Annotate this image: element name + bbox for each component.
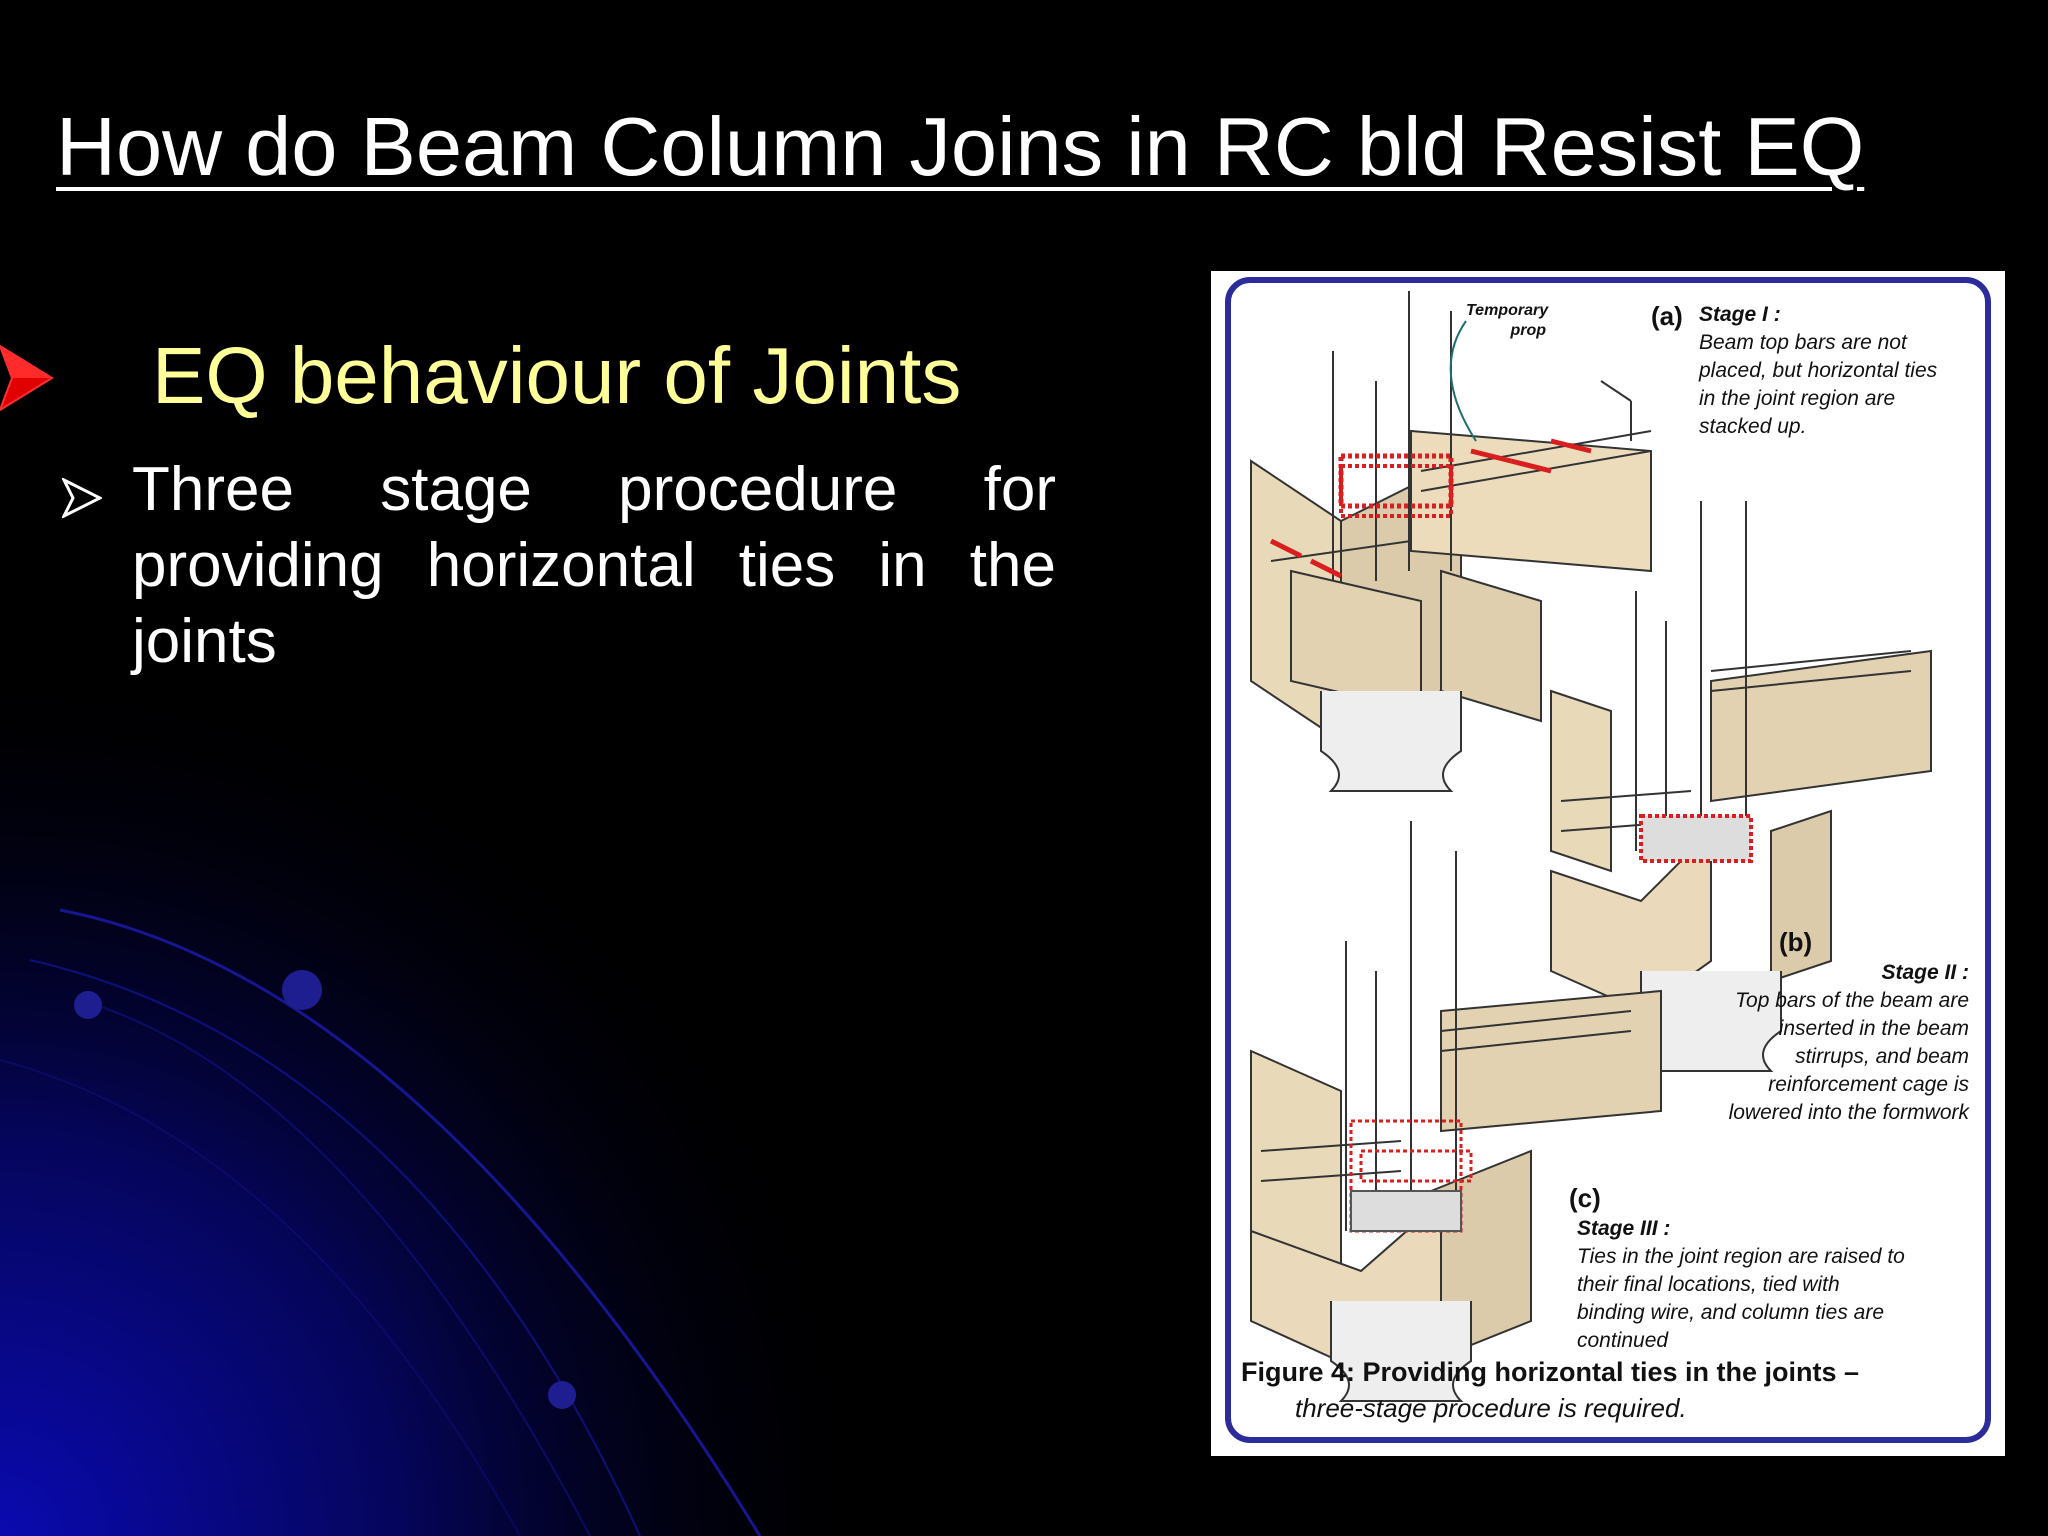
bullet-level2-text: Three stage procedure for providing hori… — [132, 455, 1056, 676]
stage-c-heading: Stage III : — [1577, 1217, 1671, 1240]
red-arrowhead-icon — [0, 344, 54, 412]
bullet-level1-text: EQ behaviour of Joints — [152, 331, 962, 420]
joint-tie-figure: Temporary prop (a) Stage I : Beam top ba… — [1211, 271, 2005, 1456]
stage-c-text: Ties in the joint region are raised to t… — [1577, 1245, 1905, 1352]
figure-caption: Figure 4: Providing horizontal ties in t… — [1241, 1357, 1860, 1387]
stage-a-heading: Stage I : — [1699, 303, 1781, 326]
temporary-prop-label: Temporary prop — [1466, 302, 1549, 339]
stage-b-tag: (b) — [1779, 927, 1813, 957]
stage-a-tag: (a) — [1651, 301, 1683, 331]
white-arrowhead-icon — [62, 478, 102, 518]
construction-diagram — [1225, 277, 1991, 1443]
figure-caption-continued: three-stage procedure is required. — [1295, 1393, 1687, 1423]
stage-a-text: Beam top bars are not placed, but horizo… — [1699, 331, 1938, 438]
slide-title: How do Beam Column Joins in RC bld Resis… — [56, 100, 1865, 193]
stage-b-heading: Stage II : — [1881, 961, 1969, 984]
stage-c-tag: (c) — [1569, 1183, 1601, 1213]
stage-b-text: Top bars of the beam are inserted in the… — [1728, 989, 1969, 1124]
